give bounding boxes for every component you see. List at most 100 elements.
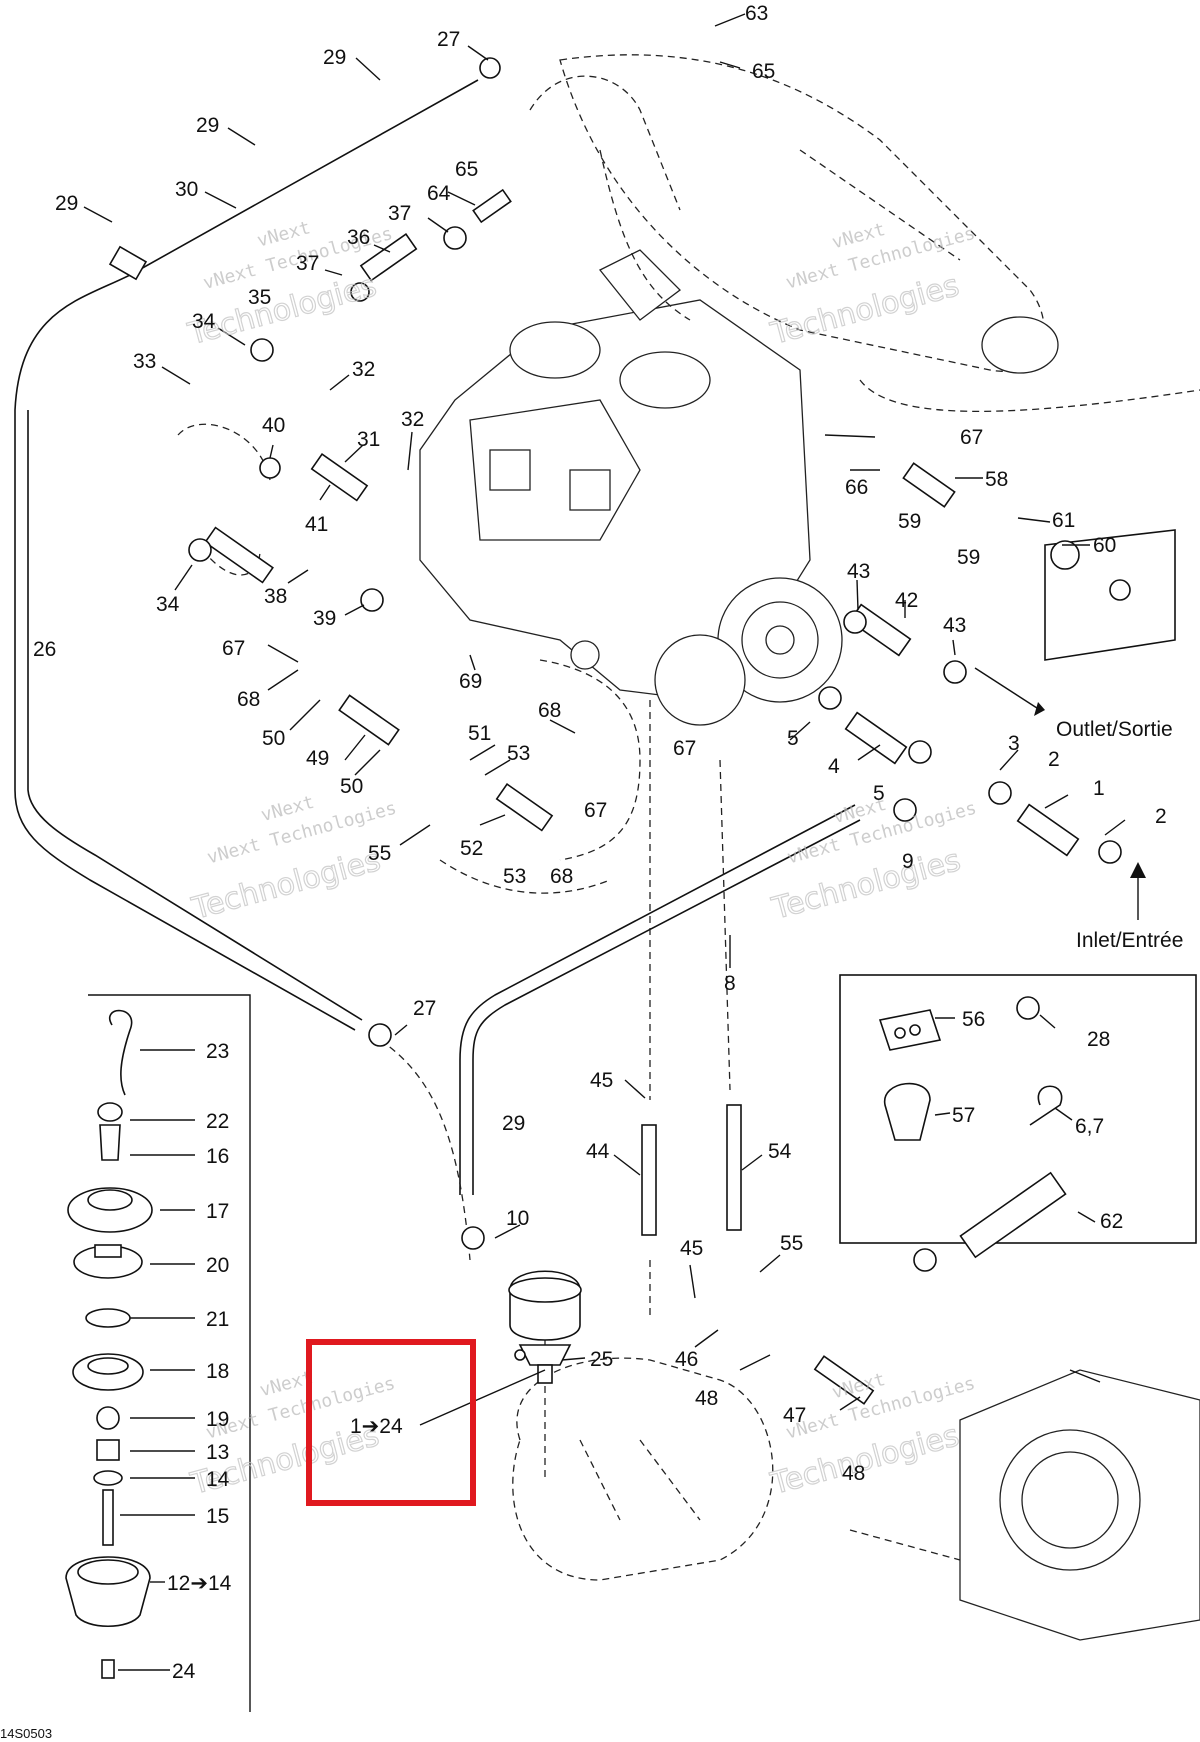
inset-parts-box	[839, 974, 1197, 1259]
callout: 26	[33, 638, 56, 661]
inlet-label: Inlet/Entrée	[1076, 929, 1183, 952]
callout: 36	[347, 226, 370, 249]
callout: 6,7	[1075, 1115, 1104, 1138]
callout: 63	[745, 2, 768, 25]
callout: 56	[962, 1008, 985, 1031]
callout: 13	[206, 1441, 229, 1464]
callout: 29	[323, 46, 346, 69]
figure-code: 14S0503	[0, 1726, 52, 1741]
callout: 4	[828, 755, 840, 778]
callout: 37	[388, 202, 411, 225]
callout: 40	[262, 414, 285, 437]
callout: 59	[898, 510, 921, 533]
callout: 21	[206, 1308, 229, 1331]
callout: 20	[206, 1254, 229, 1277]
callout: 23	[206, 1040, 229, 1063]
callout: 42	[895, 589, 918, 612]
callout-leaders	[83, 13, 1126, 1671]
callout: 15	[206, 1505, 229, 1528]
callout: 37	[296, 252, 319, 275]
callout: 3	[1008, 732, 1020, 755]
callout: 69	[459, 670, 482, 693]
callout: 52	[460, 837, 483, 860]
callout: 48	[695, 1387, 718, 1410]
callout: 33	[133, 350, 156, 373]
engine-illustration	[419, 249, 843, 726]
lower-muffler-illustration	[512, 1357, 774, 1581]
callout: 67	[960, 426, 983, 449]
callout: 29	[502, 1112, 525, 1135]
callout: 53	[507, 742, 530, 765]
callout: 31	[357, 428, 380, 451]
callout: 55	[368, 842, 391, 865]
callout: 54	[768, 1140, 792, 1163]
callout: 64	[427, 182, 451, 205]
callout: 34	[192, 310, 216, 333]
hose-routes	[14, 79, 861, 1480]
callout: 67	[584, 799, 607, 822]
callout: 44	[586, 1140, 610, 1163]
callout: 62	[1100, 1210, 1123, 1233]
callout: 59	[957, 546, 980, 569]
callout: 68	[550, 865, 573, 888]
callout: 29	[196, 114, 219, 137]
callout: 67	[673, 737, 696, 760]
callout: 53	[503, 865, 526, 888]
callout: 68	[237, 688, 260, 711]
callout: 50	[340, 775, 363, 798]
callout: 1	[1093, 777, 1105, 800]
watermark-mid-right: vNext vNext Technologies Technologies	[767, 794, 978, 928]
callout: 58	[985, 468, 1008, 491]
clamps	[188, 57, 1122, 1272]
callout: 51	[468, 722, 491, 745]
callout: 29	[55, 192, 78, 215]
muffler-illustration	[529, 54, 1200, 413]
inlet-arrow-icon	[1130, 862, 1146, 920]
callout: 47	[783, 1404, 806, 1427]
callout: 28	[1087, 1028, 1110, 1051]
callout: 27	[413, 997, 436, 1020]
callout: 19	[206, 1408, 229, 1431]
callout: 2	[1048, 748, 1060, 771]
callout: 1➔24	[350, 1415, 403, 1438]
callout: 61	[1052, 509, 1075, 532]
callout: 12➔14	[167, 1572, 232, 1595]
callout: 10	[506, 1207, 529, 1230]
callout: 55	[780, 1232, 803, 1255]
callout: 45	[680, 1237, 703, 1260]
callout: 43	[943, 614, 966, 637]
callout: 65	[752, 60, 775, 83]
callout: 50	[262, 727, 285, 750]
callout: 65	[455, 158, 478, 181]
callout: 2	[1155, 805, 1167, 828]
watermark-top-right: vNext vNext Technologies Technologies	[766, 219, 977, 353]
outlet-arrow-icon	[1034, 702, 1045, 716]
jet-pump-housing	[849, 1369, 1200, 1641]
callout: 66	[845, 476, 868, 499]
callout: 32	[352, 358, 375, 381]
callout: 46	[675, 1348, 698, 1371]
hose-segments	[108, 188, 1080, 1405]
highlight-box	[306, 1339, 476, 1506]
callout: 30	[175, 178, 198, 201]
bracket-plate	[1044, 529, 1176, 661]
callout: 34	[156, 593, 180, 616]
callout: 9	[902, 850, 914, 873]
callout: 25	[590, 1348, 613, 1371]
callout: 18	[206, 1360, 229, 1383]
callout: 22	[206, 1110, 229, 1133]
callout: 32	[401, 408, 424, 431]
callout: 57	[952, 1104, 975, 1127]
callout: 68	[538, 699, 561, 722]
callout: 60	[1093, 534, 1116, 557]
callout: 5	[787, 727, 799, 750]
callout: 8	[724, 972, 736, 995]
callout: 16	[206, 1145, 229, 1168]
callout: 38	[264, 585, 287, 608]
callout: 27	[437, 28, 460, 51]
exploded-view-panel	[65, 994, 251, 1712]
callout-numbers: 63 65 27 29 29 30 29 65 64 37 36 37 35 3…	[33, 2, 1167, 1683]
callout: 43	[847, 560, 870, 583]
callout: 24	[172, 1660, 196, 1683]
